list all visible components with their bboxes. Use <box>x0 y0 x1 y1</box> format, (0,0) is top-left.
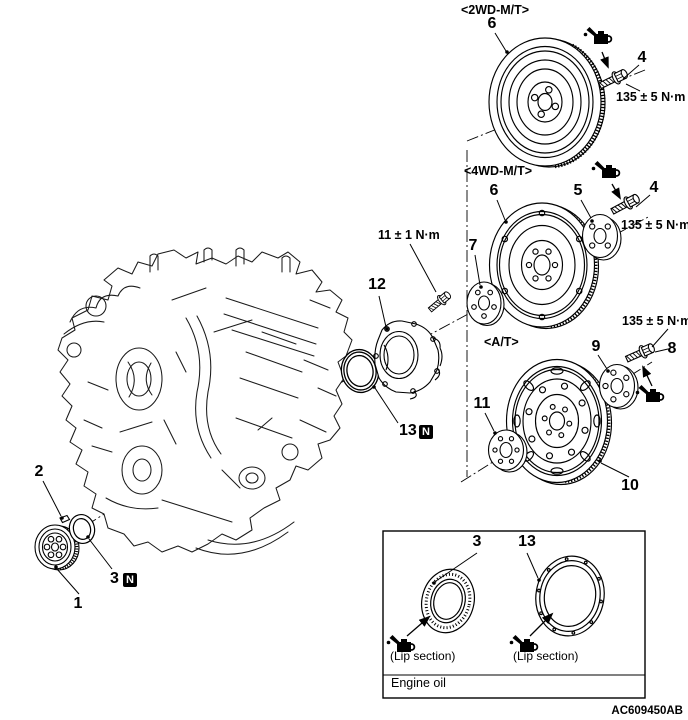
engine-oil-note: Engine oil <box>391 676 446 690</box>
non-reusable-badge-3: N <box>123 573 137 587</box>
oil-seal-case-drawing <box>373 320 443 400</box>
non-reusable-badge-13: N <box>419 425 433 439</box>
drive-plate-at-drawing <box>505 358 613 486</box>
inset-part-13: 13 <box>518 533 536 550</box>
engine-line-art <box>57 247 353 555</box>
part-3: 3 <box>110 570 119 587</box>
drive-plate-bolt-at-icon <box>623 340 658 366</box>
torque-2wd: 135 ± 5 N·m <box>616 90 686 104</box>
adapter-disc-7-drawing <box>466 281 505 327</box>
section-label-at: <A/T> <box>484 335 519 349</box>
part-9: 9 <box>591 338 601 355</box>
torque-4wd: 135 ± 5 N·m <box>621 218 688 232</box>
part-5-4wd: 5 <box>573 182 583 199</box>
lip-section-right: (Lip section) <box>513 649 579 663</box>
torque-at: 135 ± 5 N·m <box>622 314 688 328</box>
flywheel-bolt-2wd-icon <box>596 66 631 93</box>
inset-part-3: 3 <box>472 533 482 550</box>
flywheel-4wd-drawing <box>488 202 600 330</box>
seal-case-bolt-icon <box>425 288 454 315</box>
adapter-disc-5-drawing <box>581 213 622 261</box>
oil-apply-arrows <box>406 51 653 637</box>
part-1: 1 <box>73 595 83 612</box>
part-2: 2 <box>34 463 44 480</box>
leader-dots <box>54 50 610 585</box>
part-13: 13 <box>399 422 417 439</box>
section-label-4wd: <4WD-M/T> <box>464 164 533 178</box>
part-8: 8 <box>667 340 677 357</box>
figure-code: AC609450AB <box>611 705 683 717</box>
section-label-2wd: <2WD-M/T> <box>461 3 530 17</box>
part-7: 7 <box>468 237 478 254</box>
inset-seal-3-drawing <box>421 568 475 634</box>
part-12: 12 <box>368 276 386 293</box>
part-4-4wd: 4 <box>649 179 659 196</box>
inset-box <box>382 530 646 699</box>
torque-seal-case: 11 ± 1 N·m <box>378 228 440 242</box>
part-11-at: 11 <box>473 395 491 412</box>
oil-can-4wd-icon <box>590 160 621 179</box>
part-6-2wd: 6 <box>487 15 497 32</box>
oil-can-at-icon <box>634 384 665 403</box>
flywheel-bolt-4wd-icon <box>608 191 643 218</box>
part-4-2wd: 4 <box>637 49 647 66</box>
part-10: 10 <box>621 477 639 494</box>
oil-can-2wd-icon <box>582 26 613 45</box>
leader-lines <box>42 32 669 595</box>
adapter-disc-9-drawing <box>598 363 639 410</box>
adapter-disc-11-drawing <box>487 429 528 473</box>
lip-section-left: (Lip section) <box>390 649 456 663</box>
crankshaft-sprocket-drawing <box>34 524 80 571</box>
part-6-4wd: 6 <box>489 182 499 199</box>
flywheel-2wd-drawing <box>488 37 606 169</box>
